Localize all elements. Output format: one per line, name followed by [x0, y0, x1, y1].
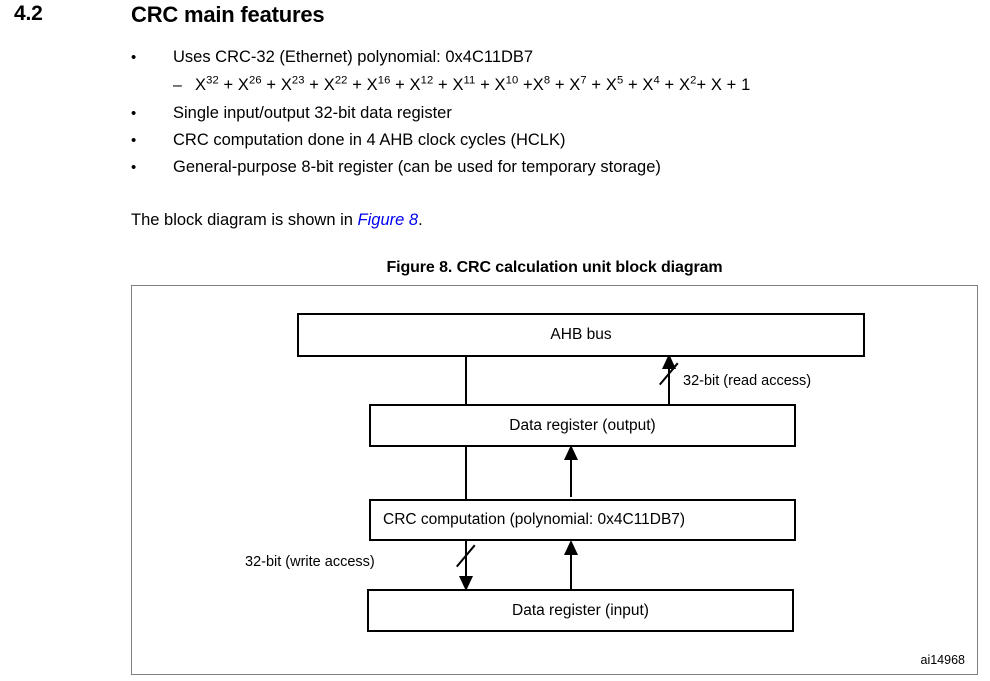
block-data-register-input-label: Data register (input)	[512, 601, 649, 619]
page-title: 4.2 CRC main features	[0, 2, 990, 36]
figure-caption: Figure 8. CRC calculation unit block dia…	[386, 259, 723, 276]
crc-to-output-wire	[570, 449, 572, 497]
read-access-label: 32-bit (read access)	[683, 373, 812, 389]
dash-icon: –	[173, 77, 182, 94]
section-number: 4.2	[14, 2, 43, 25]
block-crc-computation-label: CRC computation (polynomial: 0x4C11DB7)	[383, 511, 686, 528]
input-to-crc-arrow-icon	[564, 540, 578, 555]
bus-width-tick-write-icon	[456, 566, 478, 588]
block-data-register-output-label: Data register (output)	[509, 416, 656, 434]
list-item-label: CRC computation done in 4 AHB clock cycl…	[173, 131, 566, 149]
write-path-wire	[465, 357, 467, 588]
bullet-icon: •	[131, 132, 137, 149]
read-path-wire	[668, 358, 670, 404]
input-to-crc-wire	[570, 544, 572, 590]
block-ahb-bus-label: AHB bus	[550, 326, 612, 343]
block-data-register-input: Data register (input)	[367, 589, 794, 632]
figure-reference-suffix: .	[418, 211, 423, 229]
list-item: • CRC computation done in 4 AHB clock cy…	[131, 127, 981, 154]
write-access-label: 32-bit (write access)	[245, 554, 375, 570]
bus-width-tick-read-icon	[659, 384, 681, 406]
block-data-register-output: Data register (output)	[369, 404, 796, 447]
block-ahb-bus: AHB bus	[297, 313, 865, 357]
list-item-label: General-purpose 8-bit register (can be u…	[173, 158, 661, 176]
bullet-icon: •	[131, 159, 137, 176]
section-title: CRC main features	[131, 2, 325, 27]
sub-list-item: – X32 + X26 + X23 + X22 + X16 + X12 + X1…	[131, 71, 981, 100]
list-item: • General-purpose 8-bit register (can be…	[131, 154, 981, 181]
list-item-label: Single input/output 32-bit data register	[173, 104, 452, 122]
list-item: • Single input/output 32-bit data regist…	[131, 100, 981, 127]
list-item-label: Uses CRC-32 (Ethernet) polynomial: 0x4C1…	[173, 48, 534, 66]
figure-reference-prefix: The block diagram is shown in	[131, 211, 358, 229]
block-crc-computation: CRC computation (polynomial: 0x4C11DB7)	[369, 499, 796, 541]
figure-8-link[interactable]: Figure 8	[357, 211, 419, 229]
crc-block-diagram: AHB bus Data register (output) CRC compu…	[131, 285, 978, 675]
feature-list: • Uses CRC-32 (Ethernet) polynomial: 0x4…	[131, 44, 981, 181]
read-path-arrow-icon	[662, 354, 676, 369]
bullet-icon: •	[131, 105, 137, 122]
crc-to-output-arrow-icon	[564, 445, 578, 460]
crc-polynomial-expression: X32 + X26 + X23 + X22 + X16 + X12 + X11 …	[195, 74, 751, 94]
figure-id-label: ai14968	[920, 653, 966, 667]
figure-reference-sentence: The block diagram is shown in Figure 8.	[131, 211, 423, 230]
bullet-icon: •	[131, 49, 137, 66]
list-item: • Uses CRC-32 (Ethernet) polynomial: 0x4…	[131, 44, 981, 71]
